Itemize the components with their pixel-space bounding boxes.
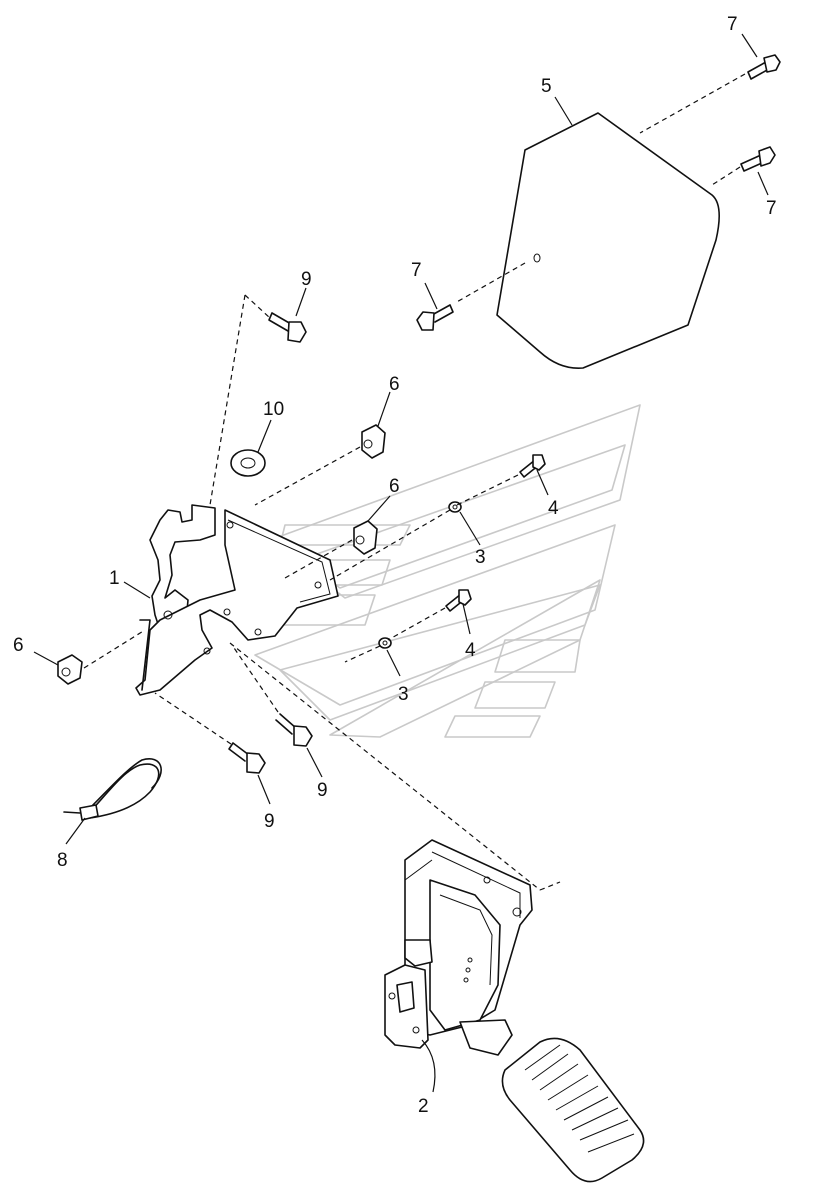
- callout-9-middle: 9: [317, 780, 328, 801]
- callout-5: 5: [541, 76, 552, 97]
- callout-6-top: 6: [389, 374, 400, 395]
- clip-nut-part-6-top: [361, 424, 386, 459]
- cover-panel-part-5: [496, 112, 720, 369]
- callout-7-top: 7: [727, 14, 738, 35]
- leader-lines: [33, 33, 769, 1093]
- callout-labels: 7 7 7 5 9 10 6 6 4 3 1 4 6 3 9 9 8 2: [13, 14, 777, 1117]
- callout-10: 10: [263, 399, 284, 420]
- callout-2: 2: [418, 1096, 429, 1117]
- callout-1: 1: [109, 568, 120, 589]
- callout-4-bottom: 4: [465, 640, 476, 661]
- clip-nut-part-6-left: [57, 654, 83, 685]
- accelerator-pedal-part-2: [384, 839, 645, 1183]
- grommet-part-10: [230, 449, 266, 477]
- cable-tie-part-8: [63, 758, 162, 821]
- bolt-part-7-top: [747, 54, 781, 80]
- callout-6-left: 6: [13, 635, 24, 656]
- assembly-dashed-lines: [83, 73, 746, 891]
- screw-part-4-bottom: [445, 589, 472, 612]
- callout-4-top: 4: [548, 498, 559, 519]
- callout-9-top: 9: [301, 269, 312, 290]
- callout-6-middle: 6: [389, 476, 400, 497]
- bolt-part-7-right: [740, 146, 776, 172]
- screw-part-4-top: [519, 454, 546, 478]
- clip-nut-part-6-middle: [353, 520, 378, 555]
- washer-part-3-top: [448, 501, 462, 513]
- bolt-part-9-top: [268, 312, 307, 343]
- callout-9-bottom: 9: [264, 811, 275, 832]
- washer-part-3-bottom: [378, 637, 392, 649]
- bolt-part-7-left: [416, 304, 454, 331]
- bolt-part-9-middle: [275, 713, 313, 747]
- callout-7-right: 7: [766, 198, 777, 219]
- callout-8: 8: [57, 850, 68, 871]
- callout-7-left: 7: [411, 260, 422, 281]
- bolt-part-9-bottom: [228, 742, 266, 774]
- callout-3-top: 3: [475, 547, 486, 568]
- mounting-bracket-part-1: [135, 504, 339, 696]
- callout-3-bottom: 3: [398, 684, 409, 705]
